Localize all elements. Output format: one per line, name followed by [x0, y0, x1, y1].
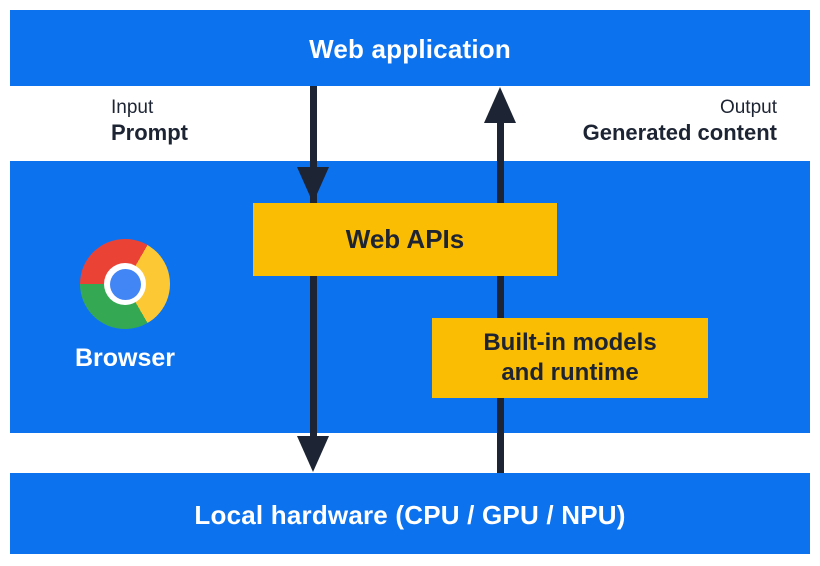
output-flow-arrow-line	[497, 118, 504, 473]
input-labels: Input Prompt	[111, 96, 188, 146]
web-application-label: Web application	[309, 34, 511, 64]
arrowhead-into-local-hardware	[297, 436, 329, 472]
local-hardware-band: Local hardware (CPU / GPU / NPU)	[10, 473, 810, 554]
web-application-band: Web application	[10, 10, 810, 86]
output-generated-content-label: Generated content	[582, 120, 777, 145]
built-in-models-label-line1: Built-in models	[483, 329, 657, 356]
arrowhead-into-web-apis	[297, 167, 329, 203]
input-prompt-label: Prompt	[111, 120, 188, 145]
web-apis-label: Web APIs	[345, 224, 465, 254]
output-caption: Output	[719, 97, 777, 118]
input-caption: Input	[111, 97, 154, 118]
chrome-icon-blue-core	[109, 268, 141, 300]
output-labels: Output Generated content	[583, 96, 777, 146]
browser-label: Browser	[74, 344, 176, 372]
built-in-models-label-line2: and runtime	[501, 359, 639, 386]
local-hardware-label: Local hardware (CPU / GPU / NPU)	[194, 500, 626, 530]
built-in-models-box: Built-in models and runtime	[432, 318, 708, 398]
web-apis-box: Web APIs	[253, 203, 557, 276]
arrowhead-into-web-application	[484, 87, 516, 123]
chrome-browser-icon	[80, 239, 170, 329]
